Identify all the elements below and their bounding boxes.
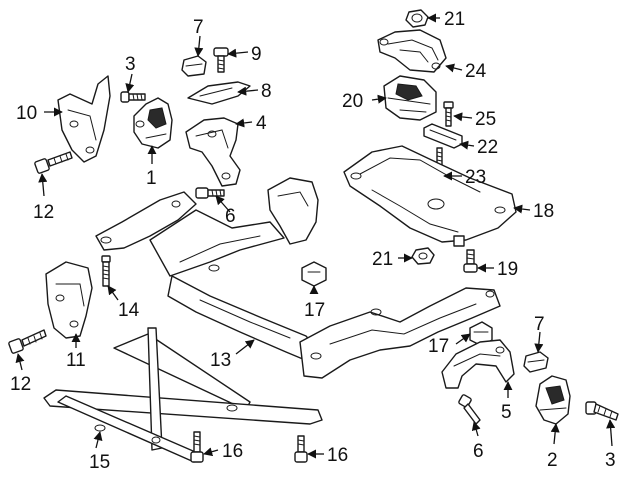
part-bolt-6-top: [195, 187, 225, 199]
part-bolt-6-bottom: [458, 394, 481, 425]
part-bolt-3-bottom: [585, 401, 619, 421]
part-crossmember-18: [343, 145, 517, 247]
callout-5: 5: [501, 402, 512, 423]
part-bolt-19: [463, 249, 478, 273]
callout-21-mid: 21: [372, 249, 393, 270]
callout-9: 9: [251, 44, 262, 65]
callout-12-top: 12: [33, 202, 54, 223]
callout-15: 15: [89, 452, 110, 473]
part-bracket-4: [185, 117, 241, 187]
part-bolt-12-top: [34, 151, 73, 174]
callout-17-bottom: 17: [428, 336, 449, 357]
part-bracket-5: [441, 339, 515, 389]
part-cap-7-top: [181, 55, 207, 77]
callout-18: 18: [533, 201, 554, 222]
callout-14: 14: [118, 300, 140, 321]
part-bolt-16-left: [190, 431, 204, 463]
part-bolt-3-top: [120, 91, 146, 103]
callout-19: 19: [497, 259, 518, 280]
callout-7-top: 7: [193, 17, 204, 38]
callout-25: 25: [475, 109, 496, 130]
part-nut-21-top: [405, 9, 429, 28]
callout-1: 1: [146, 168, 157, 189]
callout-6-top: 6: [225, 206, 236, 227]
part-bolt-9: [213, 47, 229, 73]
leader-lines: [15, 13, 616, 459]
part-mount-bracket-24: [377, 29, 447, 73]
callout-4: 4: [256, 113, 267, 134]
callout-11: 11: [66, 350, 86, 371]
callout-10: 10: [16, 103, 37, 124]
part-bolt-25: [443, 101, 454, 127]
part-bushing-17-top: [301, 261, 327, 287]
part-subframe-13: [95, 177, 501, 379]
callout-7-bottom: 7: [534, 314, 545, 335]
part-nut-21-mid: [411, 247, 435, 265]
part-engine-mount-2: [535, 375, 571, 425]
part-bolt-14: [101, 255, 111, 287]
part-bracket-22: [423, 123, 463, 149]
callout-2: 2: [547, 450, 558, 471]
part-bracket-11: [45, 261, 93, 339]
callout-labels: 21 7 9 3 24 8 20 10 25 4 22 1 23 12 6 18…: [10, 9, 616, 473]
part-mount-20: [383, 75, 437, 121]
part-bolt-16-right: [294, 435, 308, 463]
part-engine-mount-1: [133, 97, 173, 149]
callout-16-right: 16: [327, 445, 348, 466]
callout-20: 20: [342, 91, 363, 112]
part-cap-7-bottom: [523, 351, 549, 373]
callout-3-top: 3: [125, 54, 136, 75]
callout-24: 24: [465, 61, 487, 82]
callout-22: 22: [477, 137, 498, 158]
callout-21-top: 21: [444, 9, 465, 30]
part-brace-15: [43, 327, 323, 463]
callout-8: 8: [261, 81, 272, 102]
callout-23: 23: [465, 167, 486, 188]
callout-6-bottom: 6: [473, 441, 484, 462]
callout-12-bottom: 12: [10, 374, 31, 395]
callout-17-top: 17: [304, 300, 325, 321]
part-heat-shield-8: [187, 81, 251, 105]
part-bracket-10: [57, 75, 111, 163]
callout-13: 13: [210, 350, 231, 371]
part-bolt-12-bottom: [8, 329, 47, 354]
callout-16-left: 16: [222, 441, 243, 462]
callout-3-bottom: 3: [605, 450, 616, 471]
